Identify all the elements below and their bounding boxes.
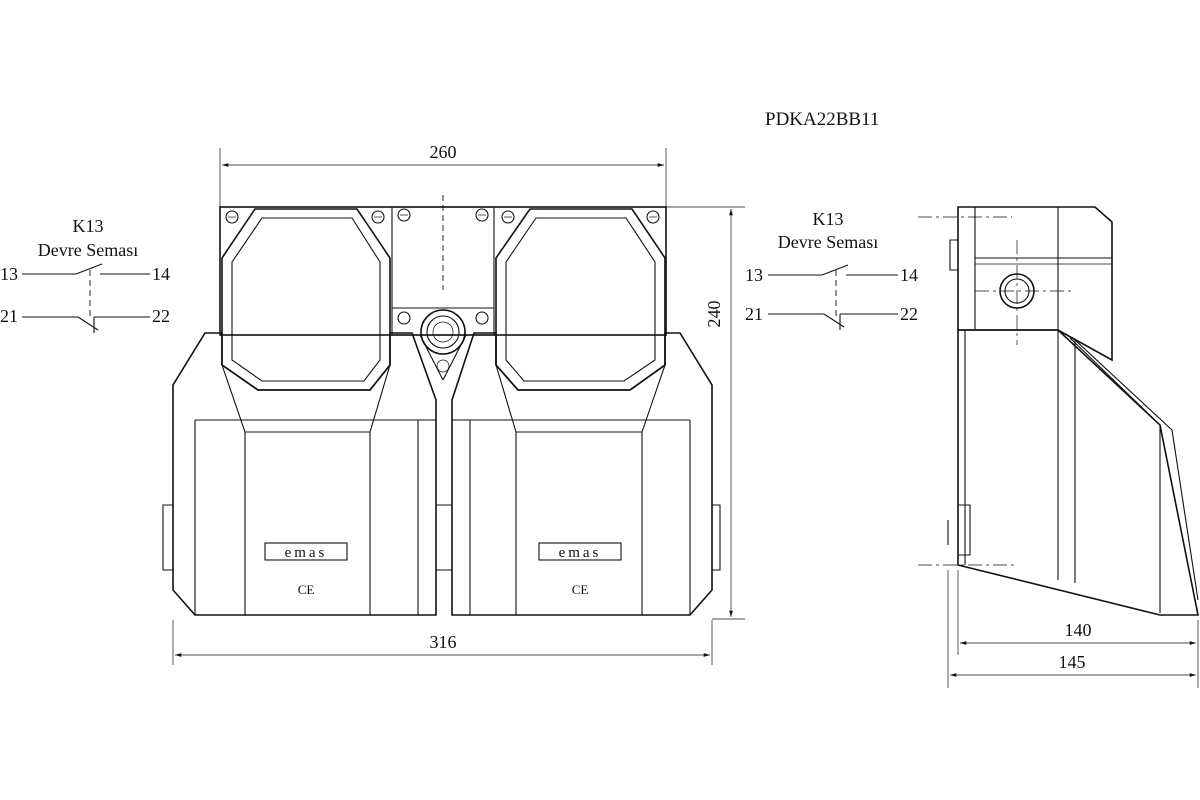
brand-plate-left	[264, 542, 348, 561]
schematic-subtitle: Devre Seması	[778, 232, 878, 252]
brand-plate-right	[538, 542, 622, 561]
ce-mark-left: CE	[298, 582, 315, 597]
schematic-title: K13	[73, 216, 104, 236]
circuit-schematic-right: K13 Devre Seması 13 14 21 22	[745, 209, 918, 330]
dim-145: 145	[1059, 652, 1086, 672]
front-view: 260 240 316	[162, 142, 745, 665]
brand-logo-left: emas	[285, 545, 328, 561]
terminal-21: 21	[0, 306, 18, 326]
model-label: PDKA22BB11	[765, 109, 879, 130]
ce-mark-right: CE	[572, 582, 589, 597]
dim-140: 140	[1065, 620, 1092, 640]
dim-316: 316	[430, 632, 457, 652]
terminal-21: 21	[745, 304, 763, 324]
brand-logo-right: emas	[559, 545, 602, 561]
terminal-22: 22	[900, 304, 918, 324]
screw-icon	[225, 208, 660, 325]
dim-240: 240	[704, 301, 724, 328]
terminal-13: 13	[745, 265, 763, 285]
terminal-13: 13	[0, 264, 18, 284]
schematic-subtitle: Devre Seması	[38, 240, 138, 260]
circuit-schematic-left: K13 Devre Seması 13 14 21 22	[0, 216, 170, 333]
terminal-14: 14	[152, 264, 170, 284]
side-view: 140 145	[918, 206, 1199, 688]
dim-260: 260	[430, 142, 457, 162]
terminal-22: 22	[152, 306, 170, 326]
terminal-14: 14	[900, 265, 918, 285]
schematic-title: K13	[813, 209, 844, 229]
